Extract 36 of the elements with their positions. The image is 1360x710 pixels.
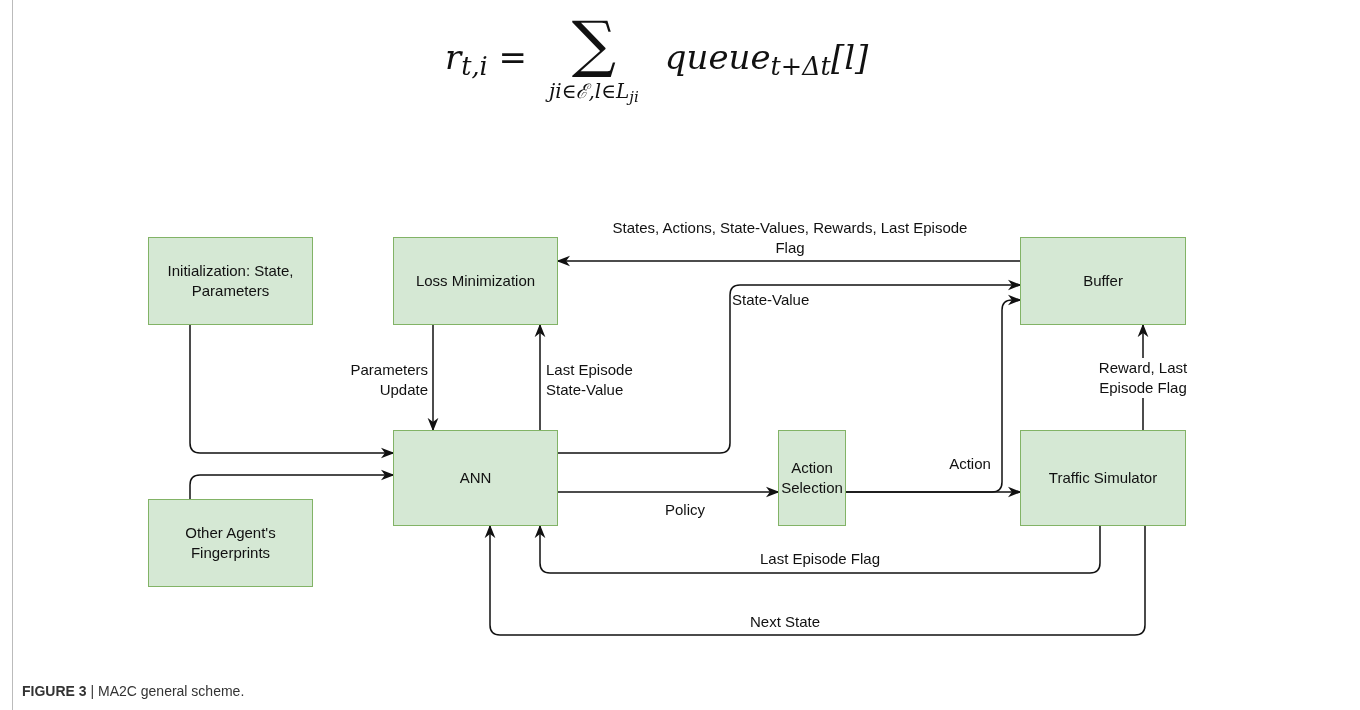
- arrow: [427, 324, 439, 432]
- formula-text: r$_{t,i}$ =: [445, 36, 528, 83]
- box-label: Other Agent's Fingerprints: [184, 523, 277, 563]
- arrow: [556, 255, 1021, 267]
- edge-label: State-Value: [732, 290, 811, 310]
- edge-label: Parameters Update: [349, 360, 428, 400]
- arrow: [189, 469, 395, 500]
- process-box: [393, 237, 558, 325]
- process-box: [1020, 430, 1186, 526]
- arrow: [484, 524, 1146, 636]
- box-label: ANN: [459, 468, 492, 488]
- box-label: Action Selection: [781, 458, 843, 498]
- arrow: [845, 294, 1022, 493]
- box-label: Loss Minimization: [415, 271, 536, 291]
- arrow: [557, 279, 1022, 454]
- figure-caption: FIGURE 3 | MA2C general scheme.: [22, 682, 245, 701]
- box-label: Buffer: [1083, 271, 1123, 291]
- box-label: Traffic Simulator: [1048, 468, 1158, 488]
- arrow: [557, 486, 780, 498]
- arrow: [189, 324, 395, 459]
- process-box: [148, 237, 313, 325]
- formula-text: queue$_{t+Δt}$[l]: [664, 36, 869, 83]
- arrow: [534, 323, 546, 431]
- edge-label: Last Episode Flag: [758, 549, 882, 569]
- process-box: [393, 430, 558, 526]
- process-box: [148, 499, 313, 587]
- arrow: [534, 524, 1101, 574]
- edge-label: Last Episode State-Value: [546, 360, 634, 400]
- sum-symbol: ∑: [571, 12, 617, 76]
- box-label: Initialization: State, Parameters: [166, 261, 295, 301]
- edge-label: Next State: [748, 612, 821, 632]
- edge-label: States, Actions, State-Values, Rewards, Last Episode Flag: [611, 218, 969, 258]
- process-box: [778, 430, 846, 526]
- process-box: [1020, 237, 1186, 325]
- edge-label: Policy: [664, 500, 706, 520]
- edge-label: Action: [948, 454, 992, 474]
